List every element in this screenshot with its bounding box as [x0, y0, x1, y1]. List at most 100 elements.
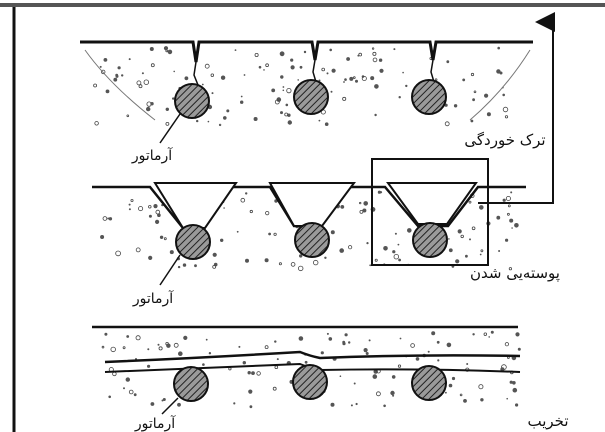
aggregate-speck — [165, 122, 170, 126]
aggregate-speck — [108, 395, 111, 399]
aggregate-speck — [201, 83, 204, 86]
aggregate-speck — [470, 119, 474, 123]
aggregate-speck — [470, 72, 475, 77]
aggregate-speck — [344, 333, 348, 337]
aggregate-speck — [496, 215, 501, 220]
aggregate-speck — [94, 121, 99, 126]
aggregate-speck — [205, 338, 208, 341]
aggregate-speck — [448, 248, 453, 253]
stage-label-destruction: تخریب — [527, 412, 568, 430]
aggregate-speck — [393, 48, 396, 51]
aggregate-speck — [265, 211, 270, 216]
aggregate-speck — [130, 198, 134, 202]
aggregate-speck — [240, 197, 246, 203]
aggregate-speck — [100, 69, 106, 75]
aggregate-speck — [397, 364, 402, 368]
aggregate-speck — [324, 256, 327, 259]
aggregate-speck — [242, 361, 246, 365]
aggregate-speck — [509, 218, 514, 223]
aggregate-speck — [375, 391, 381, 397]
aggregate-speck — [128, 389, 134, 395]
aggregate-speck — [265, 63, 269, 67]
aggregate-speck — [517, 347, 521, 351]
aggregate-speck — [393, 254, 399, 260]
aggregate-speck — [121, 74, 124, 77]
aggregate-speck — [502, 106, 509, 113]
aggregate-speck — [149, 47, 154, 51]
aggregate-speck — [504, 342, 509, 347]
aggregate-speck — [247, 371, 251, 375]
aggregate-speck — [128, 208, 131, 211]
aggregate-speck — [284, 112, 289, 117]
aggregate-speck — [478, 384, 484, 390]
aggregate-speck — [372, 57, 378, 63]
aggregate-speck — [128, 203, 131, 206]
aggregate-speck — [135, 247, 141, 253]
aggregate-speck — [473, 90, 477, 94]
aggregate-speck — [126, 335, 130, 338]
aggregate-speck — [324, 122, 329, 126]
aggregate-speck — [377, 190, 381, 194]
aggregate-speck — [182, 263, 187, 267]
aggregate-speck — [163, 46, 169, 51]
aggregate-speck — [243, 74, 246, 76]
aggregate-speck — [123, 387, 125, 390]
aggregate-speck — [515, 332, 520, 337]
aggregate-speck — [348, 341, 351, 344]
aggregate-speck — [223, 116, 227, 120]
aggregate-speck — [138, 84, 143, 89]
aggregate-speck — [148, 205, 152, 209]
aggregate-speck — [508, 267, 512, 271]
aggregate-speck — [448, 238, 450, 240]
aggregate-speck — [290, 58, 294, 62]
aggregate-speck — [480, 398, 484, 402]
aggregate-speck — [448, 383, 453, 388]
aggregate-speck — [93, 83, 97, 88]
aggregate-speck — [107, 217, 110, 220]
detail-connector-arrow — [478, 12, 555, 204]
aggregate-speck — [342, 340, 346, 344]
aggregate-speck — [135, 335, 141, 341]
aggregate-speck — [457, 229, 462, 234]
aggregate-speck — [248, 389, 253, 394]
aggregate-speck — [208, 352, 212, 355]
aggregate-speck — [318, 119, 321, 122]
aggregate-speck — [358, 52, 363, 57]
aggregate-speck — [472, 333, 475, 336]
aggregate-speck — [280, 75, 284, 79]
aggregate-speck — [512, 387, 518, 393]
aggregate-speck — [515, 403, 519, 407]
aggregate-speck — [240, 95, 243, 98]
aggregate-speck — [276, 358, 279, 361]
aggregate-speck — [502, 198, 506, 202]
aggregate-speck — [437, 359, 440, 362]
aggregate-speck — [162, 398, 166, 401]
aggregate-speck — [446, 60, 450, 64]
aggregate-speck — [161, 399, 164, 402]
aggregate-speck — [383, 246, 388, 251]
aggregate-speck — [100, 235, 105, 239]
aggregate-speck — [104, 332, 108, 336]
aggregate-speck — [509, 380, 513, 384]
aggregate-speck — [371, 47, 375, 50]
aggregate-speck — [326, 332, 329, 335]
aggregate-speck — [274, 340, 277, 343]
aggregate-speck — [280, 111, 283, 115]
rebar-circle — [412, 222, 448, 258]
aggregate-speck — [472, 98, 475, 102]
aggregate-speck — [460, 234, 464, 239]
aggregate-speck — [392, 250, 396, 254]
aggregate-speck — [148, 255, 153, 260]
stage-spalling: آرماتور پوسته‌یی شدن — [92, 12, 560, 307]
aggregate-speck — [486, 112, 491, 117]
aggregate-speck — [445, 391, 447, 394]
aggregate-speck — [505, 238, 509, 242]
aggregate-speck — [502, 93, 506, 97]
aggregate-speck — [326, 72, 329, 75]
aggregate-speck — [410, 343, 415, 348]
spalled-fragment — [386, 182, 478, 225]
aggregate-speck — [212, 252, 217, 257]
aggregate-speck — [462, 78, 466, 82]
aggregate-speck — [361, 76, 367, 82]
